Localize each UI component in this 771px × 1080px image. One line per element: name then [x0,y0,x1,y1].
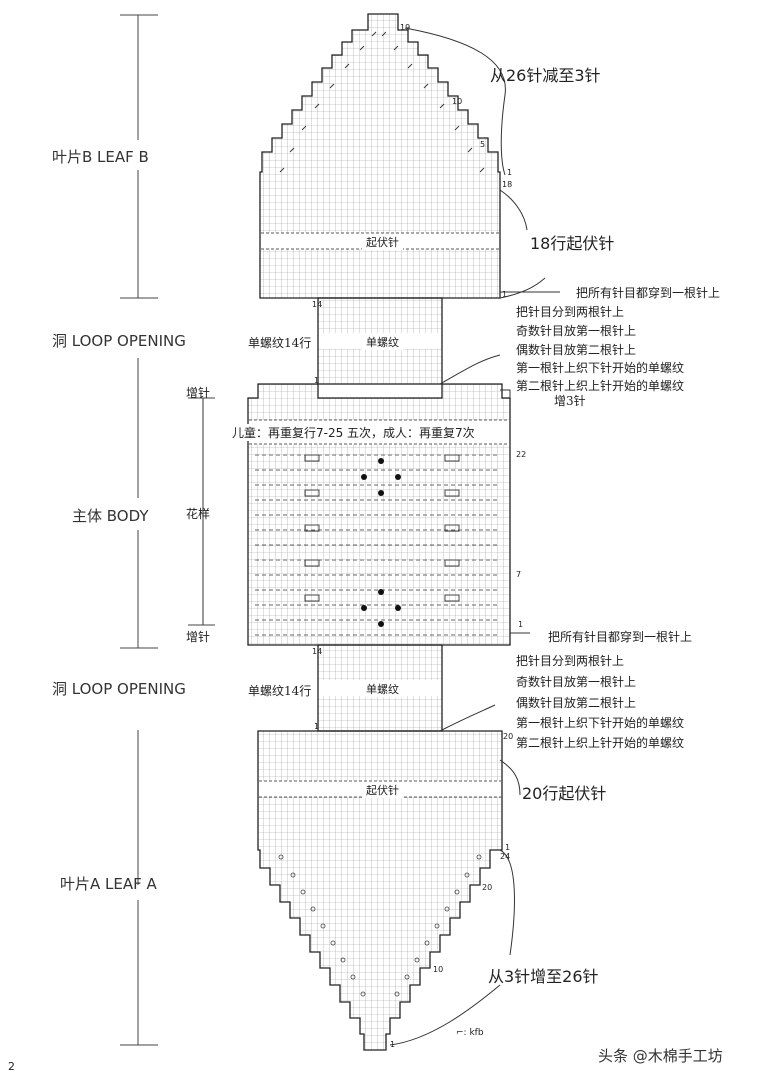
section-body: 主体 BODY [72,507,149,525]
row-number: 5 [480,140,486,149]
row-number: 19 [400,23,411,32]
row-number: 14 [312,300,323,309]
leaf-b-chart [259,13,501,299]
row-number: 20 [482,883,493,892]
section-loop-top: 洞 LOOP OPENING [52,332,186,350]
leaf-a-chart [257,730,503,1051]
row-number: 7 [516,570,522,579]
instruction-top-1: 把针目分到两根针上 [516,305,625,319]
instruction-top-2: 奇数针目放第一根针上 [516,324,637,338]
leaf-b-garter-note: 18行起伏针 [530,234,615,253]
section-leaf-a: 叶片A LEAF A [60,875,157,893]
instruction-bottom-1: 把针目分到两根针上 [516,654,625,668]
rib-band-bottom: 单螺纹 [362,681,403,697]
rib-band-top: 单螺纹 [362,334,403,350]
row-number: 10 [433,965,444,974]
row-number: 1 [314,376,320,385]
instruction-bottom-5: 第二根针上织上针开始的单螺纹 [516,736,685,750]
row-number: 18 [502,180,513,189]
section-loop-bottom: 洞 LOOP OPENING [52,680,186,698]
rib-rows-bottom-label: 单螺纹14行 [248,684,312,698]
garter-band-leaf-b: 起伏针 [362,234,403,250]
kfb-legend: ⌐: kfb [456,1028,484,1038]
row-number: 20 [503,732,514,741]
instruction-bottom-2: 奇数针目放第一根针上 [516,675,637,689]
garter-band-leaf-a: 起伏针 [362,782,403,798]
row-number: 10 [452,97,463,106]
row-number: 1 [314,722,320,731]
row-number: 22 [516,450,527,459]
increase-3-note: 增3针 [554,394,586,408]
increase-bottom-label: 增针 [186,630,211,644]
row-number: 1 [502,290,508,299]
page-number: 2 [8,1060,15,1073]
instruction-top-0: 把所有针目都穿到一根针上 [576,286,721,300]
row-number: 1 [507,168,513,177]
instruction-bottom-0: 把所有针目都穿到一根针上 [548,630,693,644]
instruction-top-3: 偶数针目放第二根针上 [516,343,637,357]
row-number: 24 [500,852,511,861]
repeat-note: 儿童：再重复行7-25 五次，成人：再重复7次 [228,424,479,441]
watermark: 头条 @木棉手工坊 [598,1047,723,1065]
instruction-bottom-4: 第一根针上织下针开始的单螺纹 [516,716,685,730]
row-number: 1 [505,843,511,852]
instruction-bottom-3: 偶数针目放第二根针上 [516,696,637,710]
section-leaf-b: 叶片B LEAF B [52,148,149,166]
leaf-b-decrease-note: 从26针减至3针 [490,66,601,85]
kfb-legend-text: : kfb [463,1028,484,1038]
kfb-symbol-icon: ⌐ [456,1028,464,1038]
instruction-top-5: 第二根针上织上针开始的单螺纹 [516,379,685,393]
leaf-a-increase-note: 从3针增至26针 [488,967,599,986]
increase-top-label: 增针 [186,386,211,400]
pattern-label: 花样 [186,507,211,521]
row-number: 14 [312,647,323,656]
leader-lines [389,27,560,1046]
rib-rows-top-label: 单螺纹14行 [248,336,312,350]
leaf-a-garter-note: 20行起伏针 [522,784,607,803]
row-number: 1 [518,620,524,629]
section-scale [120,14,215,1046]
row-number: 1 [390,1040,396,1049]
instruction-top-4: 第一根针上织下针开始的单螺纹 [516,361,685,375]
